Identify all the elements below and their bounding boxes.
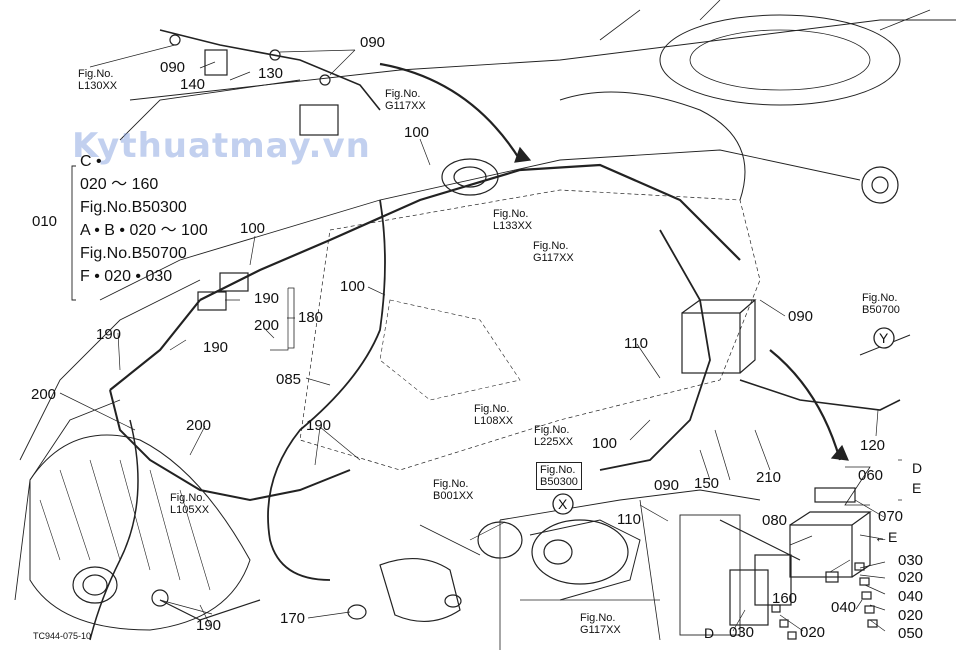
letter-e: E [888,529,898,545]
part-label-150: 150 [694,475,720,492]
fig-ref-number: L105XX [170,504,210,516]
letter-e-bottom: E [912,480,922,496]
fig-ref-prefix: Fig.No. [78,68,114,80]
fig-ref-prefix: Fig.No. [385,88,421,100]
fig-ref-prefix: Fig.No. [534,424,570,436]
part-label-080: 080 [762,512,788,529]
fig-ref-prefix: Fig.No. [433,478,469,490]
part-label-100: 100 [592,435,618,452]
fig-ref-b001: Fig.No. B001XX [433,478,473,502]
part-label-030: 030 [729,624,755,641]
letter-y: Y [879,330,889,346]
part-label-190: 190 [203,339,229,356]
part-label-040: 040 [898,588,924,605]
part-label-110: 110 [617,511,641,528]
part-label-200: 200 [31,386,57,403]
fig-ref-g117-bottom: Fig.No. G117XX [580,612,621,636]
part-010-reference-panel: C • 020 ～ 160 Fig.No.B50300 A • B • 020 … [80,150,208,288]
fig-ref-prefix: Fig.No. [580,612,616,624]
fig-ref-number: G117XX [533,252,574,264]
part-label-030: 030 [898,552,924,569]
part-label-210: 210 [756,469,782,486]
fig-ref-number: B50700 [862,304,900,316]
panel-line-c: C • [80,153,102,170]
part-label-130: 130 [258,65,284,82]
fig-ref-prefix: Fig.No. [493,208,529,220]
part-label-110: 110 [624,335,648,352]
part-label-020: 020 [898,607,924,624]
part-label-090: 090 [654,477,680,494]
part-label-190: 190 [96,326,122,343]
fig-ref-b50700: Fig.No. B50700 [862,292,900,316]
part-label-040: 040 [831,599,857,616]
part-label-140: 140 [180,76,206,93]
fig-ref-number: B001XX [433,490,474,502]
letter-d-top: D [912,460,923,476]
fig-ref-g117-top: Fig.No. G117XX [385,88,426,112]
fig-ref-number: G117XX [580,624,621,636]
fig-ref-number: L108XX [474,415,514,427]
part-label-170: 170 [280,610,306,627]
part-label-050: 050 [898,625,924,642]
fig-ref-prefix: Fig.No. [862,292,898,304]
part-label-160: 160 [772,590,798,607]
part-label-020: 020 [898,569,924,586]
fig-ref-b50300: Fig.No. B50300 [536,462,582,490]
fig-ref-l130: Fig.No. L130XX [78,68,117,92]
fig-ref-prefix: Fig.No. [170,492,206,504]
fig-ref-number: G117XX [385,100,426,112]
part-label-200: 200 [254,317,280,334]
panel-line-ab-range: A • B • 020 ～ 100 [80,222,208,239]
panel-line-range: 020 ～ 160 [80,176,159,193]
fig-ref-number: L130XX [78,80,118,92]
drawing-code: TC944-075-10 [33,631,92,641]
fig-ref-prefix: Fig.No. [474,403,510,415]
part-label-190: 190 [254,290,280,307]
fig-ref-number: B50300 [540,476,578,488]
part-label-190: 190 [196,617,222,634]
part-label-010: 010 [32,213,58,230]
fig-ref-number: L133XX [493,220,533,232]
panel-line-f: F • 020 • 030 [80,268,173,285]
part-label-120: 120 [860,437,886,454]
letter-x: X [558,496,568,512]
fig-ref-prefix: Fig.No. [533,240,569,252]
part-label-100: 100 [404,124,430,141]
part-label-100: 100 [340,278,366,295]
part-label-200: 200 [186,417,212,434]
fig-ref-g117-mid: Fig.No. G117XX [533,240,574,264]
part-label-180: 180 [298,309,324,326]
panel-line-fig-b50700: Fig.No.B50700 [80,245,187,262]
letter-d: D [704,625,715,641]
fig-ref-l225: Fig.No. L225XX [534,424,573,448]
watermark-text: Kythuatmay.vn [72,126,371,166]
fig-ref-l108: Fig.No. L108XX [474,403,513,427]
part-label-020: 020 [800,624,826,641]
part-label-090: 090 [160,59,186,76]
fig-ref-prefix: Fig.No. [540,464,576,476]
part-label-090: 090 [788,308,814,325]
part-label-060: 060 [858,467,884,484]
fig-ref-l105: Fig.No. L105XX [170,492,209,516]
part-label-100: 100 [240,220,266,237]
letter-e-arrow: ← [874,529,888,545]
part-label-085: 085 [276,371,302,388]
panel-line-fig-b50300: Fig.No.B50300 [80,199,187,216]
part-label-070: 070 [878,508,904,525]
fig-ref-number: L225XX [534,436,574,448]
fig-ref-l133: Fig.No. L133XX [493,208,532,232]
part-label-090: 090 [360,34,386,51]
part-label-190: 190 [306,417,332,434]
